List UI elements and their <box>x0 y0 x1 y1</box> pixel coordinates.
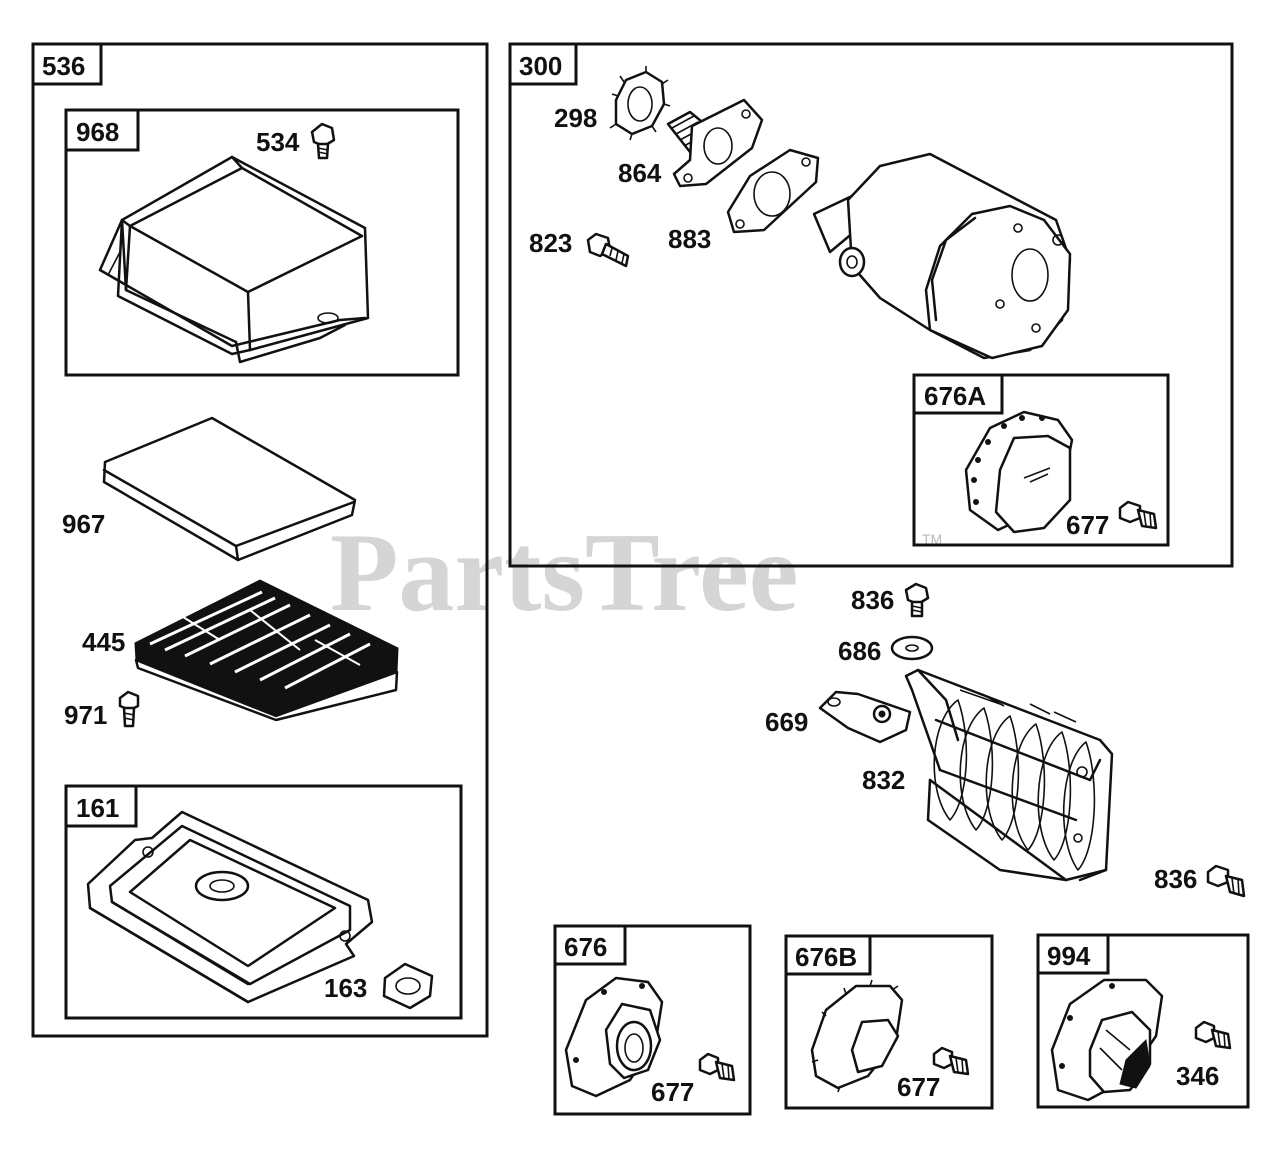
label-864: 864 <box>618 158 662 188</box>
screw-823-icon <box>586 232 630 268</box>
screw-677-icon <box>1118 500 1158 530</box>
exhaust-flange-864-icon <box>666 98 764 188</box>
group-676B-frame: 676B <box>784 934 994 1110</box>
air-cleaner-base-icon <box>86 810 374 1004</box>
watermark: PartsTree <box>330 511 799 635</box>
group-536-tag: 536 <box>42 51 85 81</box>
washer-686-icon <box>890 635 934 661</box>
paper-filter-icon <box>134 579 399 722</box>
group-676-tag: 676 <box>564 932 607 962</box>
group-994-frame: 994 <box>1036 933 1250 1109</box>
screw-677-b-icon <box>698 1052 736 1082</box>
gasket-883-icon <box>726 148 820 234</box>
deflector-676B-icon <box>810 979 904 1093</box>
screw-971-icon <box>118 690 140 728</box>
screw-836-right-icon <box>1206 864 1246 898</box>
group-676A-tag: 676A <box>924 381 986 411</box>
group-161-tag: 161 <box>76 793 119 823</box>
deflector-676-icon <box>564 976 664 1098</box>
label-669: 669 <box>765 707 808 737</box>
label-971: 971 <box>64 700 107 730</box>
watermark-trademark: TM <box>922 531 942 547</box>
label-677-c: 677 <box>897 1072 940 1102</box>
label-298: 298 <box>554 103 597 133</box>
group-161-frame: 161 <box>64 784 463 1020</box>
screw-677-c-icon <box>932 1046 970 1076</box>
label-686: 686 <box>838 636 881 666</box>
label-967: 967 <box>62 509 105 539</box>
label-163: 163 <box>324 973 367 1003</box>
label-836-b: 836 <box>1154 864 1197 894</box>
lock-nut-298-icon <box>609 66 671 141</box>
label-445: 445 <box>82 627 125 657</box>
gasket-163-icon <box>382 962 434 1010</box>
group-676B-tag: 676B <box>795 942 857 972</box>
screw-346-icon <box>1194 1020 1232 1050</box>
group-968-tag: 968 <box>76 117 119 147</box>
muffler-icon <box>812 152 1072 360</box>
label-883: 883 <box>668 224 711 254</box>
pre-filter-icon <box>102 416 357 562</box>
group-536-frame: 536 <box>31 42 489 1038</box>
group-968-frame: 968 <box>64 108 460 377</box>
screw-534-icon <box>310 122 336 160</box>
group-300-frame: 300 <box>508 42 1234 568</box>
screw-836-top-icon <box>904 582 930 618</box>
group-994-tag: 994 <box>1047 941 1091 971</box>
air-cleaner-cover-icon <box>98 155 370 364</box>
label-346: 346 <box>1176 1061 1219 1091</box>
deflector-676A-icon <box>964 410 1074 534</box>
deflector-994-icon <box>1050 978 1164 1102</box>
label-677-a: 677 <box>1066 510 1109 540</box>
label-832: 832 <box>862 765 905 795</box>
group-300-tag: 300 <box>519 51 562 81</box>
label-823: 823 <box>529 228 572 258</box>
group-676A-frame: 676A <box>912 373 1170 547</box>
group-676-frame: 676 <box>553 924 752 1116</box>
spark-arrester-screen-icon <box>904 668 1114 882</box>
bracket-669-icon <box>818 690 912 744</box>
label-677-b: 677 <box>651 1077 694 1107</box>
label-534: 534 <box>256 127 300 157</box>
label-836-a: 836 <box>851 585 894 615</box>
